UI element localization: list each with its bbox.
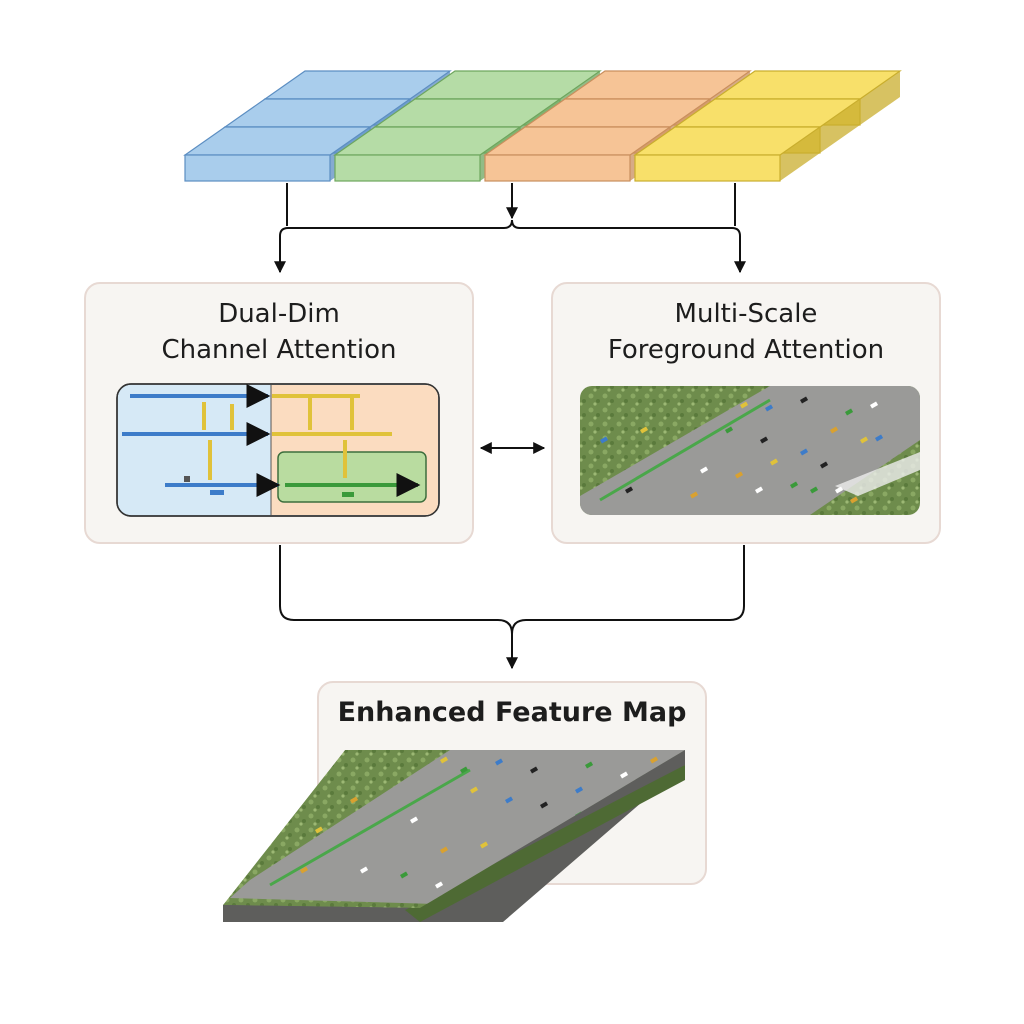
object-marker [575,786,584,794]
feature-slab-front [484,154,631,182]
object-marker [690,491,699,499]
object-marker [440,846,449,854]
input-feature-stack [183,70,902,182]
object-marker [790,481,799,489]
module-title-left-line2: Channel Attention [161,335,397,365]
object-marker [350,796,359,804]
object-marker [540,801,549,809]
object-marker [299,866,309,874]
module-title-right: Multi-Scale Foreground Attention [553,296,939,368]
merge-connector [279,545,745,635]
object-marker [640,426,649,434]
object-marker [530,766,539,774]
object-marker [435,881,444,889]
feature-slab-front [634,154,781,182]
object-marker [800,396,809,404]
feature-slab-side [780,127,820,181]
object-marker [585,761,594,769]
object-marker [440,756,449,764]
object-marker [359,866,369,874]
object-marker [600,436,609,444]
object-marker [505,796,514,804]
connector-split-bar [279,219,746,274]
object-marker [755,486,764,494]
feature-slab-side [860,71,900,125]
object-marker [470,786,479,794]
object-marker [820,461,829,469]
object-marker [810,486,819,494]
object-marker [740,401,749,409]
module-title-left-line1: Dual-Dim [218,299,340,329]
feature-slab-side [820,99,860,153]
feature-slab-front [184,154,331,182]
module-title-left: Dual-Dim Channel Attention [86,296,472,368]
object-marker [800,448,809,456]
input-connectors [274,183,746,274]
object-marker [860,436,869,444]
object-marker [315,826,324,834]
feature-slab-front [334,154,481,182]
channel-attention-schematic [116,383,440,517]
object-marker [619,771,629,779]
object-marker [835,486,844,494]
object-marker [870,401,879,409]
object-marker [845,408,854,416]
object-marker [765,404,774,412]
aerial-foreground-image [580,386,920,515]
object-marker [830,426,839,434]
object-marker [725,426,734,434]
object-marker [400,871,409,879]
object-marker [460,766,469,774]
output-title: Enhanced Feature Map [337,697,687,728]
object-marker [625,486,634,494]
object-marker [875,434,884,442]
module-title-right-line1: Multi-Scale [674,299,818,329]
object-marker [760,436,769,444]
object-marker [495,758,504,766]
object-marker [700,466,709,474]
enhanced-feature-map-slab [223,750,685,922]
object-marker [479,841,489,849]
object-marker [650,756,659,764]
object-marker [770,458,779,466]
object-marker [410,816,419,824]
object-marker [850,496,859,504]
object-marker [735,471,744,479]
module-title-right-line2: Foreground Attention [607,335,885,365]
